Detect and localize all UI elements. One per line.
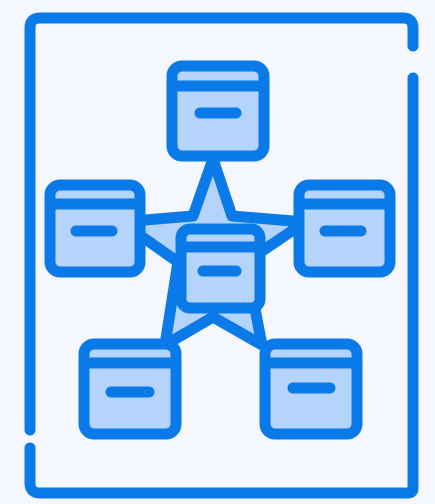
top-box <box>166 60 270 162</box>
left-box <box>44 179 146 278</box>
bottom-left-box <box>78 338 182 440</box>
center-box <box>175 223 266 314</box>
bottom-right-box <box>259 338 363 440</box>
frame-outline <box>24 12 419 499</box>
right-box <box>293 179 396 278</box>
